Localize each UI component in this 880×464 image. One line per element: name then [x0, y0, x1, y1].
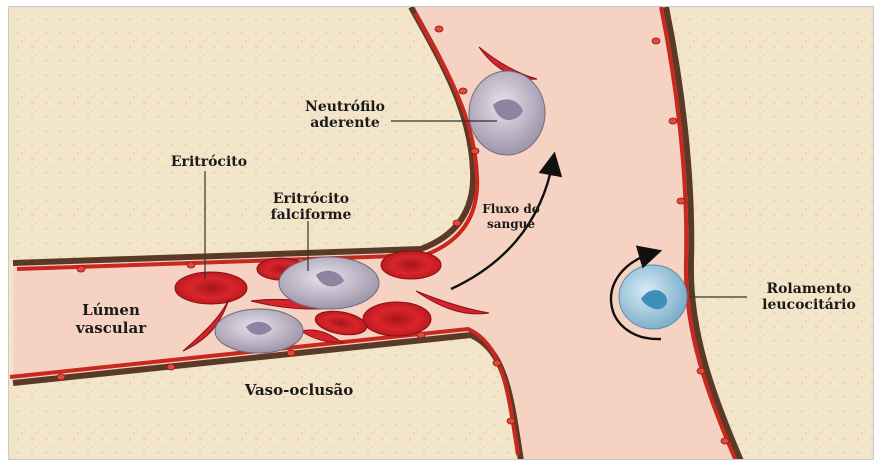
- sickle-label-line2: falciforme: [271, 207, 352, 223]
- lumen-label-line2: vascular: [75, 319, 147, 337]
- sickle-label-line1: Eritrócito: [273, 191, 349, 207]
- rolling-label-line2: leucocitário: [762, 297, 856, 313]
- tissue-background: [9, 7, 873, 459]
- neutrophil-label-line2: aderente: [310, 115, 380, 131]
- erythrocyte: [363, 302, 431, 336]
- rolling-label-line1: Rolamento: [766, 281, 851, 297]
- neutrophil-label-line1: Neutrófilo: [305, 99, 385, 115]
- flow-label-line1: Fluxo do: [482, 202, 540, 216]
- lumen-label-line1: Lúmen: [82, 301, 140, 319]
- flow-label-line2: sangue: [487, 217, 535, 231]
- erythrocyte: [381, 251, 441, 279]
- vaso-occlusion-diagram: Neutrófilo aderente Eritrócito Eritrócit…: [8, 6, 874, 460]
- rolling-leukocyte: [619, 265, 687, 329]
- erythrocyte: [175, 272, 247, 304]
- vaso-occlusion-label: Vaso-oclusão: [244, 381, 354, 399]
- erythrocyte-label: Eritrócito: [171, 154, 247, 170]
